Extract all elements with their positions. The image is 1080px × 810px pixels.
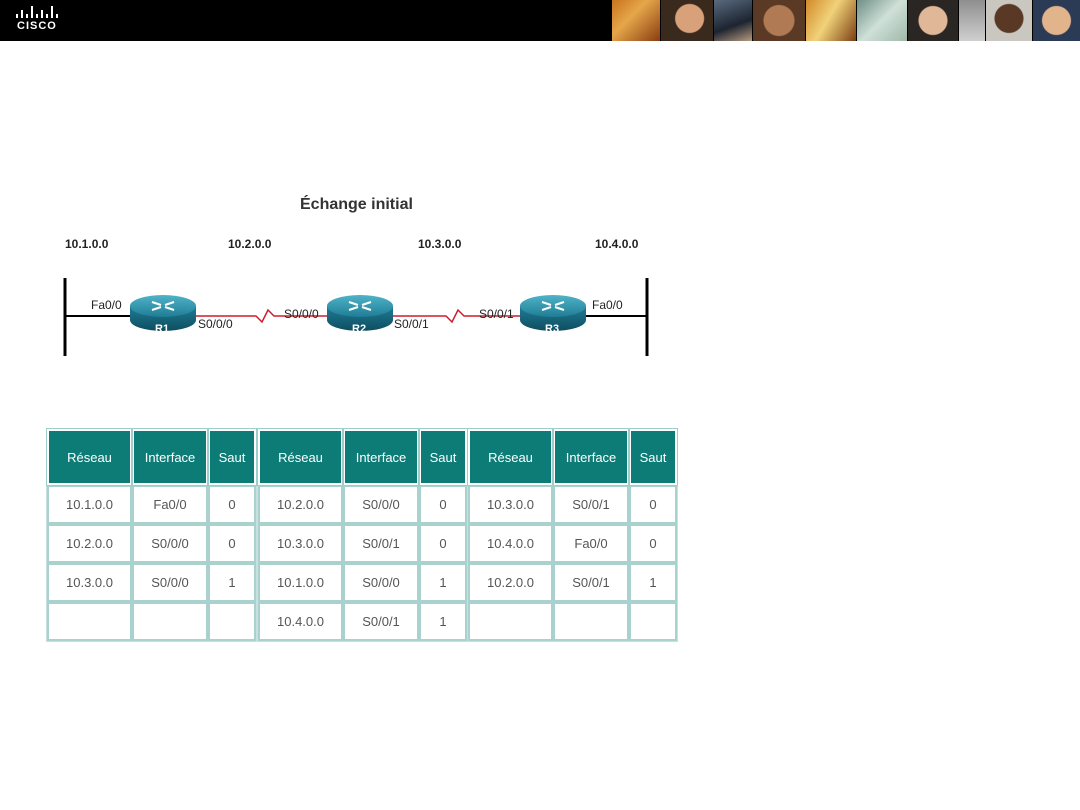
header-photo-1: [612, 0, 660, 41]
cell-reseau: 10.4.0.0: [468, 524, 553, 563]
diagram-title: Échange initial: [300, 196, 413, 213]
cell-reseau: 10.4.0.0: [258, 602, 343, 641]
header-photo-4: [753, 0, 805, 41]
header-saut: Saut: [207, 428, 257, 486]
cell-saut: 0: [629, 485, 677, 524]
cell-saut: 0: [629, 524, 677, 563]
cell-interface: S0/0/0: [343, 485, 419, 524]
header-photo-7: [908, 0, 958, 41]
router-label-r1: R1: [155, 323, 170, 335]
interface-label-r1-fa00: Fa0/0: [91, 298, 122, 312]
cell-interface: S0/0/0: [132, 524, 208, 563]
header-saut: Saut: [628, 428, 678, 486]
router-label-r3: R3: [545, 323, 560, 335]
network-label-4: 10.4.0.0: [595, 237, 639, 251]
header-photo-2: [661, 0, 713, 41]
header-interface: Interface: [131, 428, 209, 486]
cell-reseau: 10.3.0.0: [47, 563, 132, 602]
cisco-logo-icon: [16, 6, 58, 18]
header-reseau: Réseau: [257, 428, 344, 486]
cell-saut: [629, 602, 677, 641]
cell-reseau: [47, 602, 132, 641]
cell-interface: [132, 602, 208, 641]
cell-reseau: 10.2.0.0: [258, 485, 343, 524]
router-r2-icon: [327, 295, 393, 331]
header-photo-6: [857, 0, 907, 41]
header-photo-3: [714, 0, 752, 41]
cell-interface: Fa0/0: [553, 524, 629, 563]
header-reseau: Réseau: [46, 428, 133, 486]
serial-link-r2-r3: [392, 308, 520, 324]
header-photo-5: [806, 0, 856, 41]
header-reseau: Réseau: [467, 428, 554, 486]
interface-label-r2-s000: S0/0/0: [284, 307, 319, 321]
header-photo-9: [986, 0, 1032, 41]
brand-wordmark: CISCO: [17, 20, 57, 32]
header-bar: CISCO: [0, 0, 1080, 41]
cell-interface: [553, 602, 629, 641]
cell-reseau: 10.3.0.0: [258, 524, 343, 563]
cell-saut: 0: [419, 524, 467, 563]
cell-saut: [208, 602, 256, 641]
header-saut: Saut: [418, 428, 468, 486]
router-r3-icon: [520, 295, 586, 331]
header-photo-8: [959, 0, 985, 41]
cell-reseau: 10.2.0.0: [47, 524, 132, 563]
header-interface: Interface: [552, 428, 630, 486]
cell-reseau: 10.1.0.0: [47, 485, 132, 524]
cell-reseau: [468, 602, 553, 641]
network-label-1: 10.1.0.0: [65, 237, 109, 251]
cell-saut: 1: [629, 563, 677, 602]
cell-saut: 0: [419, 485, 467, 524]
interface-label-r1-s000: S0/0/0: [198, 317, 233, 331]
cell-saut: 1: [419, 563, 467, 602]
cell-saut: 1: [419, 602, 467, 641]
cell-saut: 0: [208, 485, 256, 524]
table-row: [468, 602, 677, 641]
cell-reseau: 10.1.0.0: [258, 563, 343, 602]
cell-interface: S0/0/1: [553, 485, 629, 524]
serial-link-r1-r2: [195, 308, 330, 324]
interface-label-r2-s001: S0/0/1: [394, 317, 429, 331]
cell-reseau: 10.3.0.0: [468, 485, 553, 524]
cell-interface: Fa0/0: [132, 485, 208, 524]
network-label-3: 10.3.0.0: [418, 237, 462, 251]
cell-saut: 0: [208, 524, 256, 563]
header-photo-10: [1033, 0, 1080, 41]
cell-interface: S0/0/0: [132, 563, 208, 602]
table-row: [47, 602, 256, 641]
header-interface: Interface: [342, 428, 420, 486]
cell-saut: 1: [208, 563, 256, 602]
interface-label-r3-s001: S0/0/1: [479, 307, 514, 321]
cell-interface: S0/0/1: [343, 602, 419, 641]
cell-interface: S0/0/1: [553, 563, 629, 602]
router-r1-icon: [130, 295, 196, 331]
cell-interface: S0/0/1: [343, 524, 419, 563]
cell-interface: S0/0/0: [343, 563, 419, 602]
interface-label-r3-fa00: Fa0/0: [592, 298, 623, 312]
network-label-2: 10.2.0.0: [228, 237, 272, 251]
cell-reseau: 10.2.0.0: [468, 563, 553, 602]
router-label-r2: R2: [352, 323, 367, 335]
